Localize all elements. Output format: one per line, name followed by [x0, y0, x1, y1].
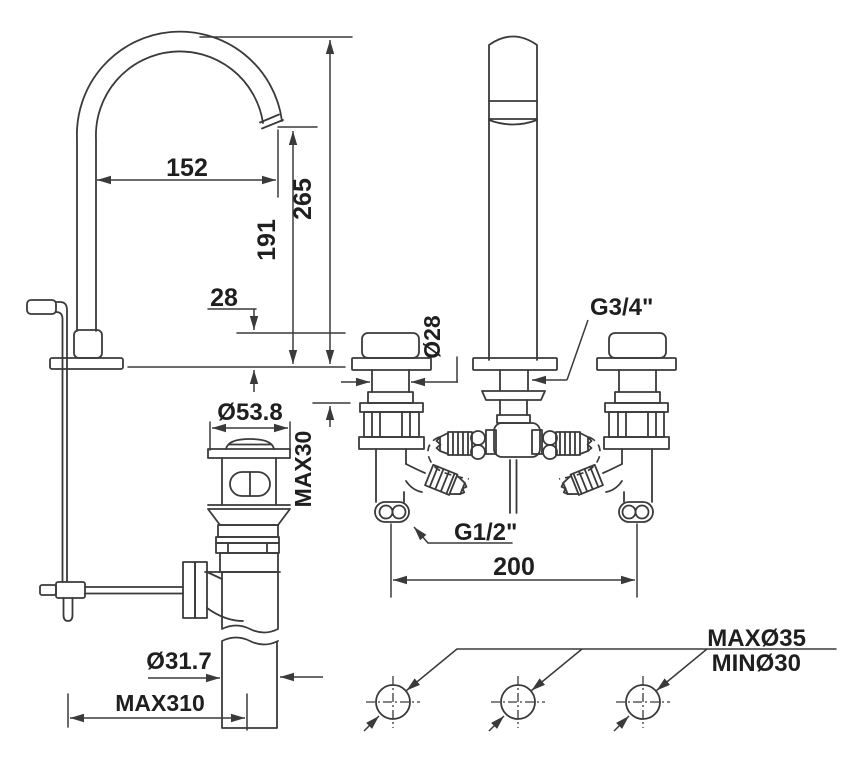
mounting-hole-left — [363, 648, 458, 732]
dim-spout-reach-label: 152 — [166, 154, 208, 182]
dim-rod-length: MAX310 — [67, 690, 248, 731]
mounting-hole-right — [613, 648, 708, 732]
dim-max-deck-thickness: MAX30 — [290, 406, 335, 508]
dim-overall-height: 265 — [289, 40, 335, 364]
dim-waste-flange-dia: Ø53.8 — [209, 399, 291, 451]
dim-waste-pipe-dia: Ø31.7 — [146, 648, 323, 683]
spout-connection-label: G3/4" — [590, 294, 653, 321]
spout-flange — [49, 357, 124, 370]
label-valve-connection: G1/2" — [413, 519, 517, 546]
right-valve — [557, 332, 677, 598]
valve-spacing-label: 200 — [493, 553, 535, 581]
dim-outlet-height: 191 — [253, 131, 298, 364]
hole-dia-min-label: MINØ30 — [712, 650, 801, 677]
dim-overall-height-label: 265 — [289, 178, 317, 220]
dim-max-deck-thickness-label: MAX30 — [290, 431, 316, 508]
left-valve — [351, 332, 471, 598]
supply-pipe — [509, 459, 518, 514]
tee-connector — [427, 390, 601, 514]
pop-up-rod — [26, 299, 184, 622]
deck-lines — [127, 36, 353, 404]
valve-connection-label: G1/2" — [454, 519, 517, 546]
label-spout-connection: G3/4" — [532, 294, 653, 385]
center-spout — [472, 35, 558, 391]
pop-up-knob — [26, 299, 57, 315]
valve-body-dia-label: Ø28 — [419, 315, 445, 359]
hole-dia-max-label: MAXØ35 — [707, 625, 806, 652]
spout-base — [73, 329, 103, 359]
mounting-hole-center — [488, 648, 583, 732]
dim-waste-flange-dia-label: Ø53.8 — [217, 399, 282, 426]
gooseneck-spout — [49, 30, 284, 370]
rod-length-label: MAX310 — [115, 690, 204, 716]
center-spout-flange — [472, 357, 558, 371]
dim-valve-spacing: 200 — [393, 553, 635, 585]
waste-pipe-dia-label: Ø31.7 — [146, 648, 211, 675]
mounting-holes: MAXØ35 MINØ30 — [363, 625, 837, 732]
dim-outlet-height-label: 191 — [253, 219, 281, 261]
dim-valve-body-dia: Ø28 — [341, 315, 458, 387]
dim-base-height: 28 — [207, 284, 259, 392]
dim-base-height-label: 28 — [210, 284, 238, 312]
dim-spout-reach: 152 — [97, 154, 276, 185]
drain-waste-assembly — [182, 438, 291, 729]
